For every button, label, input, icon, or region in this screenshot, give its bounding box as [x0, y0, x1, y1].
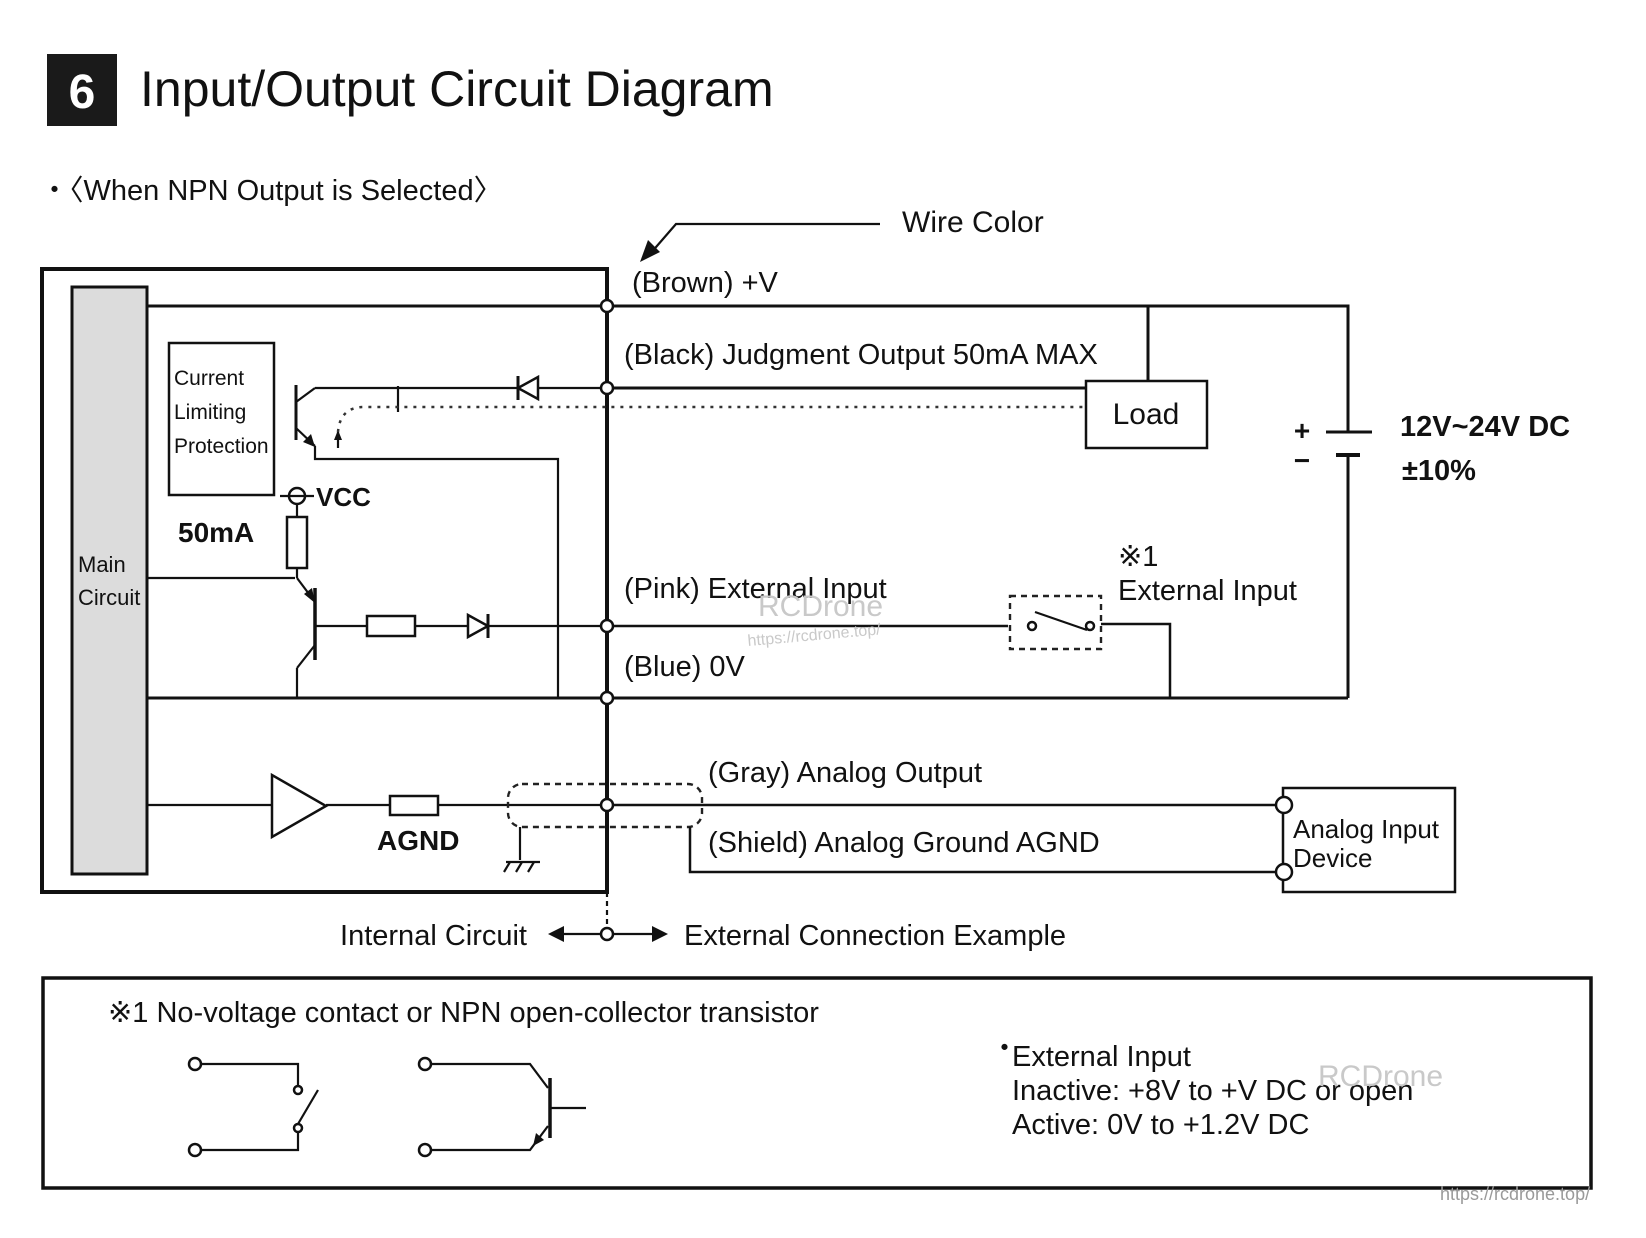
note-line-1: External Input [1012, 1041, 1191, 1073]
current-limiting-label-1: Current [174, 367, 244, 390]
black-terminal [599, 380, 615, 396]
output-arrow-mark-head [334, 430, 342, 440]
vcc-resistor [285, 515, 309, 570]
analog-device-terminal-2 [1274, 862, 1294, 882]
current-limiting-label-3: Protection [174, 435, 269, 458]
boundary-node [599, 926, 615, 942]
page-title: Input/Output Circuit Diagram [140, 61, 774, 117]
wire-color-label: Wire Color [902, 206, 1044, 239]
supply-tolerance-label: ±10% [1402, 455, 1476, 487]
input-transistor-emitter [296, 644, 316, 669]
note-line-2: Inactive: +8V to +V DC or open [1012, 1075, 1413, 1107]
current-flow-dotted [336, 405, 1086, 433]
npn-terminal-top [417, 1056, 433, 1072]
brown-label: (Brown) +V [632, 267, 779, 299]
battery-plus-sign: + [1294, 415, 1310, 446]
current-limiting-label-2: Limiting [174, 401, 246, 424]
npn-collector-wire [431, 1062, 549, 1089]
contact-pivot-bottom [292, 1122, 304, 1134]
subtitle: ・〈When NPN Output is Selected〉 [40, 175, 503, 207]
vcc-label: VCC [316, 482, 371, 512]
shield-cable [506, 782, 704, 829]
boundary-arrowhead-right [652, 926, 668, 942]
input-collector-arrowhead [304, 588, 315, 603]
watermark-brand-1: RCDrone [758, 590, 883, 623]
main-circuit-label-1: Main [78, 552, 126, 577]
analog-device-label-2: Device [1293, 843, 1372, 873]
contact-terminal-bottom [187, 1142, 203, 1158]
agnd-label: AGND [377, 825, 459, 856]
ground-hatch-2 [515, 861, 523, 873]
external-connection-label: External Connection Example [684, 920, 1066, 952]
current-limiting-box [167, 341, 276, 497]
main-circuit-label-2: Circuit [78, 585, 140, 610]
npn-emitter-arrowhead [533, 1133, 544, 1146]
supply-voltage-label: 12V~24V DC [1400, 411, 1570, 443]
wire-color-arrow [649, 222, 880, 255]
switch-return-wire [1101, 622, 1172, 698]
contact-terminal-top [187, 1056, 203, 1072]
contact-pivot-top [292, 1084, 304, 1096]
analog-device-label-1: Analog Input [1293, 814, 1440, 844]
note-bullet: ・ [990, 1033, 1019, 1065]
main-circuit-block [70, 285, 149, 876]
pink-resistor [365, 614, 417, 638]
external-input-switch-box [1008, 594, 1103, 651]
section-number-box [47, 54, 117, 126]
contact-wire-bottom [201, 1132, 300, 1152]
gray-terminal [599, 797, 615, 813]
npn-terminal-bottom [417, 1142, 433, 1158]
analog-input-device-box [1281, 786, 1457, 894]
shield-external-wire [688, 827, 1283, 874]
wire-color-arrowhead [640, 240, 660, 262]
contact-lever [297, 1089, 319, 1125]
internal-circuit-label: Internal Circuit [340, 920, 527, 952]
current-50ma-label: 50mA [178, 517, 254, 548]
note-marker-label: ※1 [1118, 541, 1158, 573]
switch-lever [1034, 610, 1088, 632]
agnd-resistor [388, 794, 440, 817]
blue-terminal [599, 690, 615, 706]
section-number: 6 [69, 66, 96, 119]
analog-amplifier [270, 772, 329, 840]
output-transistor-collector [295, 387, 316, 403]
ground-hatch-3 [527, 861, 535, 873]
watermark-brand-2: RCDrone [1318, 1060, 1443, 1093]
output-emitter-wire [313, 446, 560, 698]
blue-label: (Blue) 0V [624, 651, 746, 683]
boundary-arrowhead-left [548, 926, 564, 942]
brown-terminal [599, 298, 615, 314]
npn-emitter-wire [431, 1125, 549, 1152]
battery-minus-sign: − [1294, 445, 1310, 476]
ground-hatch-1 [503, 861, 511, 873]
pink-diode [466, 612, 491, 640]
black-diode [515, 374, 540, 402]
note-line-3: Active: 0V to +1.2V DC [1012, 1109, 1309, 1141]
pink-terminal [599, 618, 615, 634]
load-box [1084, 379, 1209, 450]
contact-wire-top [201, 1062, 300, 1085]
emitter-arrowhead [303, 434, 315, 447]
black-label: (Black) Judgment Output 50mA MAX [624, 339, 1098, 371]
analog-device-terminal-1 [1274, 795, 1294, 815]
note-box [41, 976, 1593, 1190]
load-label: Load [1113, 398, 1180, 431]
gray-label: (Gray) Analog Output [708, 757, 982, 789]
brown-external-wire [613, 304, 1350, 432]
switch-contact-right [1084, 620, 1096, 632]
pink-label: (Pink) External Input [624, 573, 887, 605]
external-input-label: External Input [1118, 575, 1297, 607]
switch-contact-left [1026, 620, 1038, 632]
shield-label: (Shield) Analog Ground AGND [708, 827, 1100, 859]
internal-circuit-box [40, 267, 609, 894]
note-title: ※1 No-voltage contact or NPN open-collec… [108, 997, 819, 1029]
watermark-url-2: https://rcdrone.top/ [1440, 1184, 1590, 1204]
